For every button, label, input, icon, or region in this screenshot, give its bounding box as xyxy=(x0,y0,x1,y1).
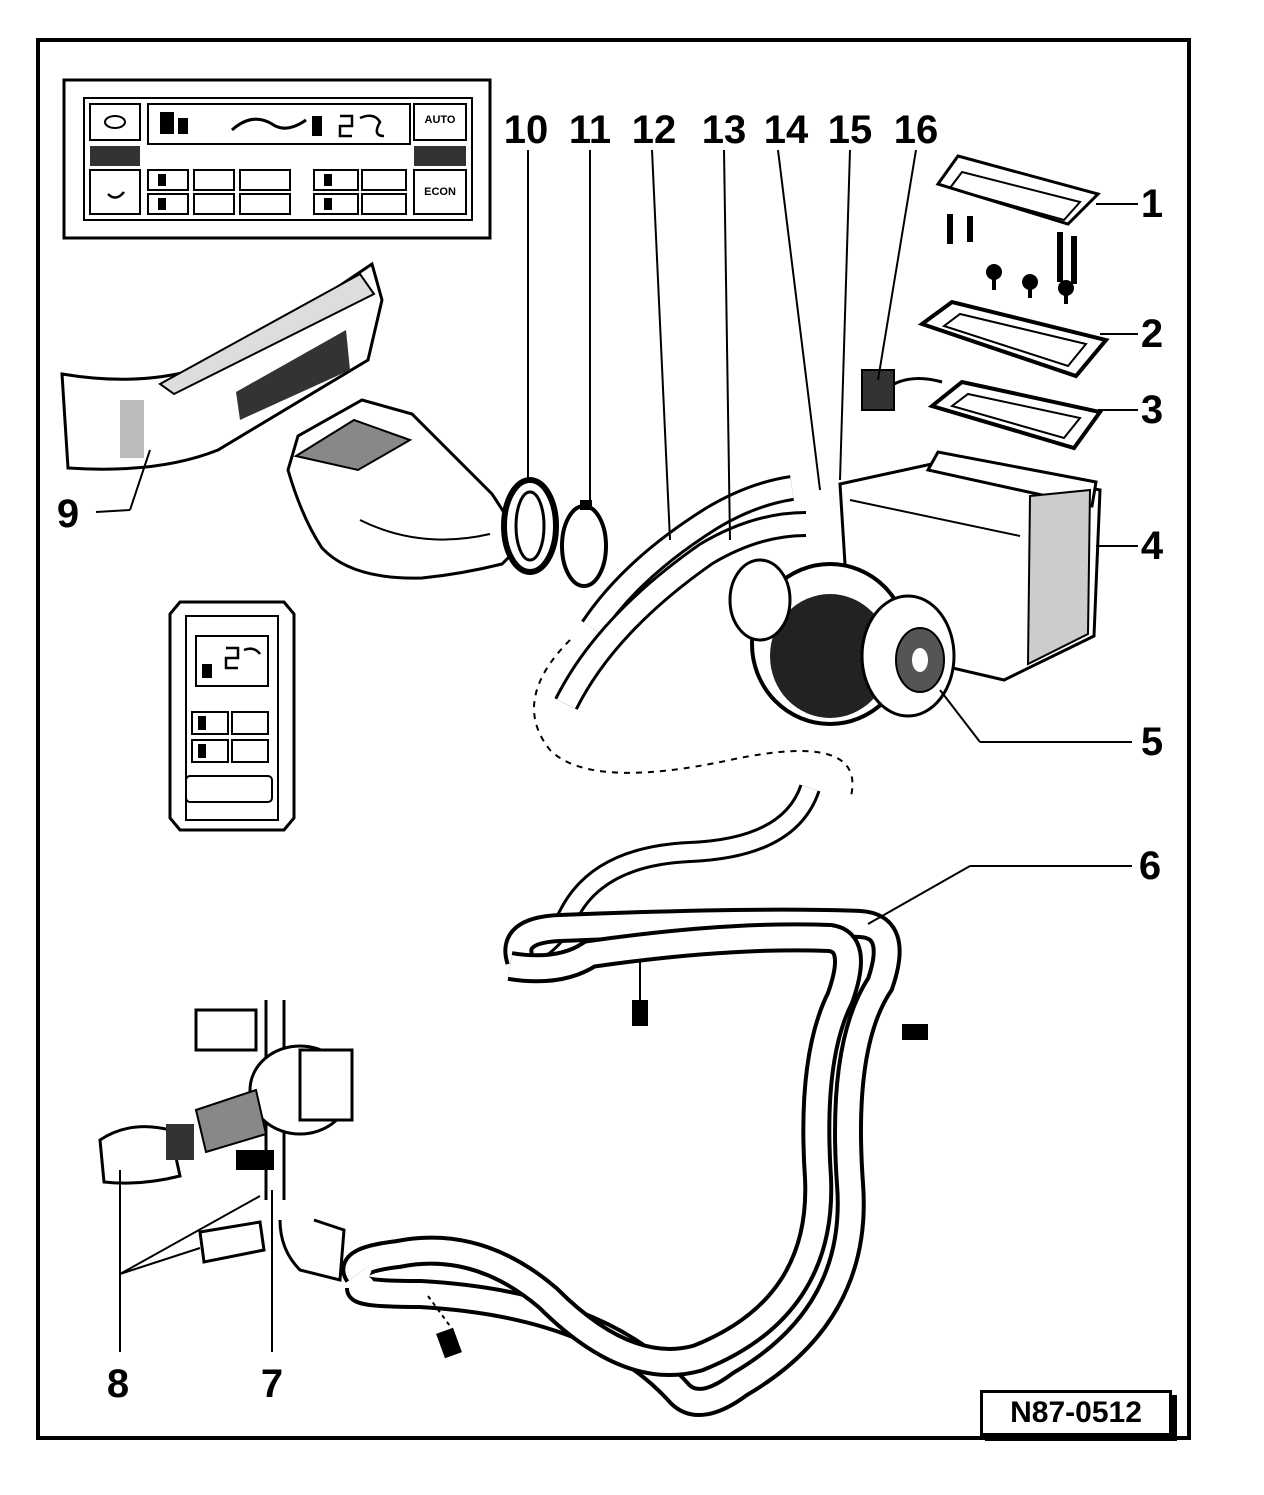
callout-4: 4 xyxy=(1140,524,1164,568)
econ-button-label: ECON xyxy=(424,186,456,198)
coolant-pipes xyxy=(341,907,902,1417)
callout-10: 10 xyxy=(503,108,549,152)
callout-11: 11 xyxy=(568,108,612,152)
leader-lines xyxy=(95,149,1138,1352)
callout-6: 6 xyxy=(1138,844,1162,888)
cover-part xyxy=(935,154,1101,284)
callout-1: 1 xyxy=(1140,182,1164,226)
callout-9: 9 xyxy=(56,492,80,536)
rear-control-unit xyxy=(168,600,296,832)
seal-lower xyxy=(927,379,1104,451)
climate-control-panel xyxy=(62,78,492,240)
water-valve xyxy=(98,1000,354,1282)
bolts-lower xyxy=(427,960,928,1359)
callout-7: 7 xyxy=(260,1362,284,1406)
dash-vent-grille xyxy=(60,261,384,471)
electrical-connector xyxy=(861,369,943,411)
hose-clamp xyxy=(560,500,608,588)
outer-border xyxy=(36,38,1191,1440)
air-duct xyxy=(286,398,524,580)
callout-5: 5 xyxy=(1140,720,1164,764)
blower-fan xyxy=(728,558,956,726)
callout-16: 16 xyxy=(893,108,939,152)
duct-ring xyxy=(501,477,559,575)
figure-id-label: N87-0512 xyxy=(980,1390,1172,1436)
callout-13: 13 xyxy=(701,108,747,152)
screws-top xyxy=(986,264,1074,304)
callout-2: 2 xyxy=(1140,312,1164,356)
callout-15: 15 xyxy=(827,108,873,152)
seal-upper xyxy=(917,299,1110,379)
callout-12: 12 xyxy=(631,108,677,152)
callout-14: 14 xyxy=(763,108,809,152)
callout-8: 8 xyxy=(106,1362,130,1406)
auto-button-label: AUTO xyxy=(424,114,456,126)
callout-3: 3 xyxy=(1140,388,1164,432)
